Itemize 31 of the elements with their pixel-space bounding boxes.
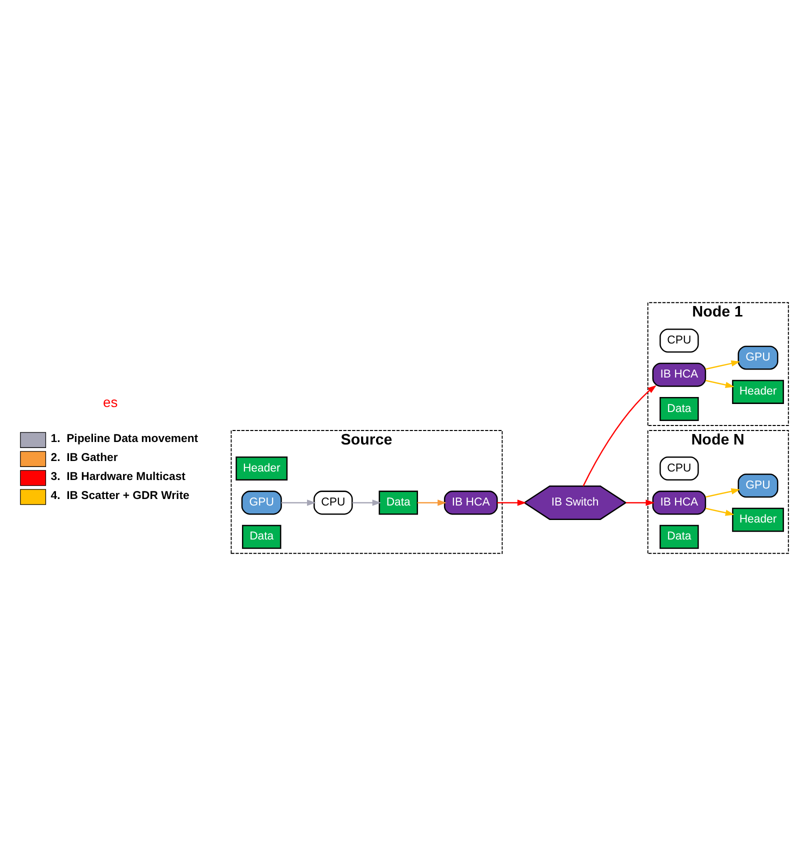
arrow xyxy=(352,500,381,506)
node-box: GPU xyxy=(737,474,778,498)
arrow xyxy=(582,385,656,486)
legend-label: 1. Pipeline Data movement xyxy=(50,433,198,446)
node-box: IB HCA xyxy=(652,362,706,387)
node-box: Data xyxy=(659,524,698,549)
arrow xyxy=(625,500,654,506)
node-box: CPU xyxy=(659,456,698,481)
arrow xyxy=(705,380,734,388)
arrow xyxy=(705,360,740,370)
legend-label: 4. IB Scatter + GDR Write xyxy=(50,490,189,502)
node-box: GPU xyxy=(240,490,282,515)
node-box: Header xyxy=(732,380,784,404)
arrow xyxy=(280,500,316,506)
node-box: GPU xyxy=(737,346,778,370)
arrow xyxy=(705,488,740,498)
arrow xyxy=(705,508,734,516)
node-box: CPU xyxy=(659,328,698,353)
node-box: Header xyxy=(732,508,784,532)
node-box: IB HCA xyxy=(652,490,706,515)
label: es xyxy=(102,394,118,410)
node-box: IB HCA xyxy=(443,490,498,515)
node-box: Data xyxy=(378,490,418,515)
node-box: Header xyxy=(235,456,288,481)
arrow xyxy=(496,500,526,506)
legend-label: 2. IB Gather xyxy=(50,452,118,464)
arrow xyxy=(417,500,446,506)
legend-label: 3. IB Hardware Multicast xyxy=(50,471,185,484)
node-box: Data xyxy=(659,396,698,422)
node-box: CPU xyxy=(313,490,352,515)
node-box: Data xyxy=(242,524,281,549)
